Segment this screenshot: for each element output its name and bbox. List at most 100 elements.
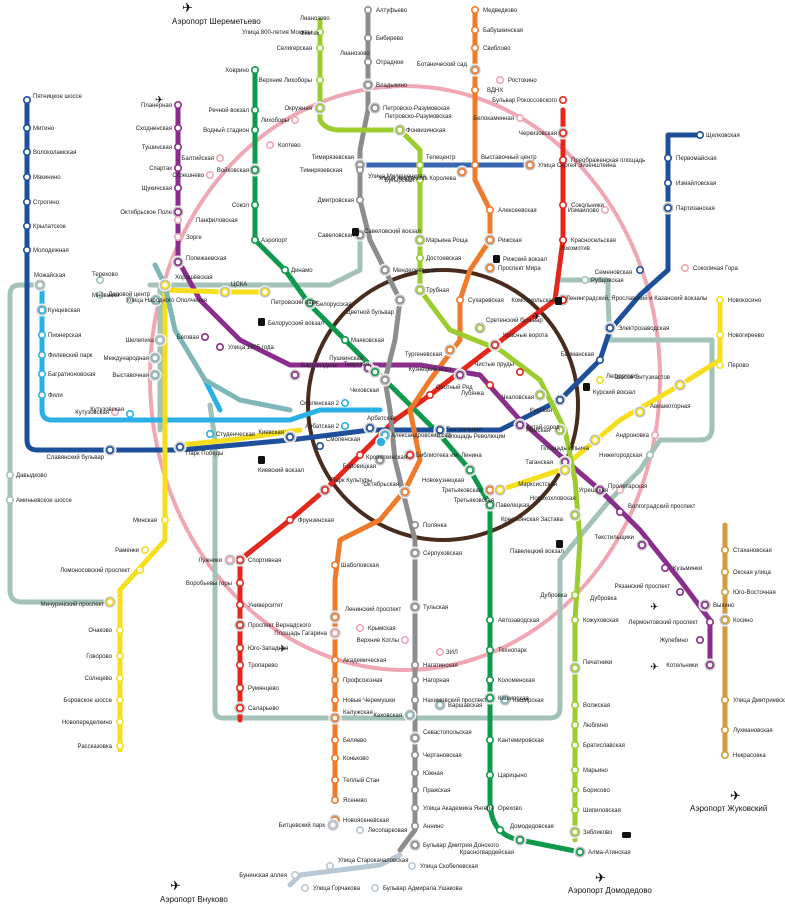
- station-s135[interactable]: [410, 785, 419, 794]
- station-s248[interactable]: [223, 553, 237, 567]
- station-s214[interactable]: [116, 741, 125, 750]
- station-s159[interactable]: [570, 785, 579, 794]
- station-s218[interactable]: [6, 470, 15, 479]
- station-s241[interactable]: [600, 206, 609, 215]
- station-s242[interactable]: [680, 263, 689, 272]
- station-s77[interactable]: [488, 338, 502, 352]
- station-s211[interactable]: [116, 673, 125, 682]
- station-s184[interactable]: [403, 708, 417, 722]
- station-s149[interactable]: [533, 388, 547, 402]
- airport-sheremetyevo[interactable]: ✈ Аэропорт Шереметьево: [172, 0, 261, 26]
- station-s73[interactable]: [558, 156, 567, 165]
- station-s86[interactable]: [236, 600, 245, 609]
- station-s65[interactable]: [485, 735, 494, 744]
- station-s201[interactable]: [720, 545, 729, 554]
- station-s153[interactable]: [570, 615, 579, 624]
- station-s233[interactable]: [290, 116, 299, 125]
- station-s21[interactable]: [403, 448, 417, 462]
- airport-vnukovo[interactable]: ✈ Аэропорт Внуково: [160, 878, 228, 904]
- station-s37[interactable]: [513, 418, 527, 432]
- station-s15[interactable]: [173, 440, 187, 454]
- station-s132[interactable]: [408, 731, 422, 745]
- station-s230[interactable]: [206, 171, 215, 180]
- station-s36[interactable]: [453, 368, 467, 382]
- station-s156[interactable]: [570, 720, 579, 729]
- station-s34[interactable]: [288, 368, 302, 382]
- station-s195[interactable]: [355, 166, 364, 175]
- station-s164[interactable]: [715, 360, 724, 369]
- station-s6[interactable]: [22, 222, 31, 231]
- station-s92[interactable]: [470, 6, 479, 15]
- station-s143[interactable]: [393, 123, 407, 137]
- station-s29[interactable]: [174, 184, 183, 193]
- station-s212[interactable]: [116, 695, 125, 704]
- station-s138[interactable]: [408, 838, 422, 852]
- station-s250[interactable]: [435, 647, 444, 656]
- station-s11[interactable]: [37, 369, 46, 378]
- station-s203[interactable]: [720, 587, 729, 596]
- station-s88[interactable]: [236, 643, 245, 652]
- station-s103[interactable]: [398, 485, 412, 499]
- station-s16[interactable]: [283, 430, 297, 444]
- station-s125[interactable]: [378, 373, 392, 387]
- station-s119[interactable]: [368, 101, 382, 115]
- station-s209[interactable]: [116, 625, 125, 634]
- station-s133[interactable]: [410, 750, 419, 759]
- station-s249[interactable]: [111, 407, 120, 416]
- station-s95[interactable]: [468, 63, 482, 77]
- station-s198[interactable]: [595, 375, 604, 384]
- station-s55[interactable]: [303, 296, 317, 310]
- station-s54[interactable]: [280, 265, 289, 274]
- station-s185[interactable]: [326, 818, 340, 832]
- station-s111[interactable]: [330, 753, 339, 762]
- station-s219[interactable]: [6, 495, 15, 504]
- station-s40[interactable]: [615, 507, 624, 516]
- station-s171[interactable]: [663, 154, 672, 163]
- station-s227[interactable]: [153, 333, 167, 347]
- station-s157[interactable]: [570, 740, 579, 749]
- station-s183[interactable]: [433, 698, 447, 712]
- station-s182[interactable]: [498, 693, 512, 707]
- station-s100[interactable]: [455, 295, 464, 304]
- station-s67[interactable]: [485, 803, 494, 812]
- station-s193[interactable]: [455, 165, 469, 179]
- station-s14[interactable]: [103, 443, 117, 457]
- station-s81[interactable]: [355, 450, 364, 459]
- station-s57[interactable]: [368, 365, 382, 379]
- station-s150[interactable]: [553, 423, 567, 437]
- station-s163[interactable]: [715, 330, 724, 339]
- station-s177[interactable]: [553, 393, 567, 407]
- station-s74[interactable]: [558, 201, 567, 210]
- station-s17[interactable]: [206, 429, 215, 438]
- station-s13[interactable]: [126, 409, 135, 418]
- station-s89[interactable]: [236, 660, 245, 669]
- station-s12[interactable]: [37, 390, 46, 399]
- station-s197[interactable]: [523, 158, 537, 172]
- station-s178[interactable]: [433, 423, 447, 437]
- station-s85[interactable]: [236, 578, 245, 587]
- station-s91[interactable]: [233, 701, 247, 715]
- station-s1[interactable]: [22, 96, 31, 105]
- station-s165[interactable]: [673, 378, 687, 392]
- station-s118[interactable]: [361, 78, 375, 92]
- station-s51[interactable]: [248, 163, 262, 177]
- station-s231[interactable]: [216, 154, 225, 163]
- station-s190[interactable]: [300, 883, 309, 892]
- station-s9[interactable]: [37, 330, 46, 339]
- station-s239[interactable]: [515, 114, 524, 123]
- station-s215[interactable]: [141, 545, 150, 554]
- station-s207[interactable]: [720, 750, 729, 759]
- station-s62[interactable]: [485, 645, 494, 654]
- station-s175[interactable]: [603, 321, 617, 335]
- station-s98[interactable]: [483, 233, 497, 247]
- station-s104[interactable]: [330, 560, 339, 569]
- station-s140[interactable]: [315, 76, 324, 85]
- station-s186[interactable]: [355, 825, 364, 834]
- station-s110[interactable]: [330, 735, 339, 744]
- station-s192[interactable]: [470, 161, 479, 170]
- station-s2[interactable]: [22, 124, 31, 133]
- station-s162[interactable]: [715, 295, 724, 304]
- station-s69[interactable]: [513, 833, 527, 847]
- station-s72[interactable]: [556, 126, 570, 140]
- station-s41[interactable]: [635, 538, 649, 552]
